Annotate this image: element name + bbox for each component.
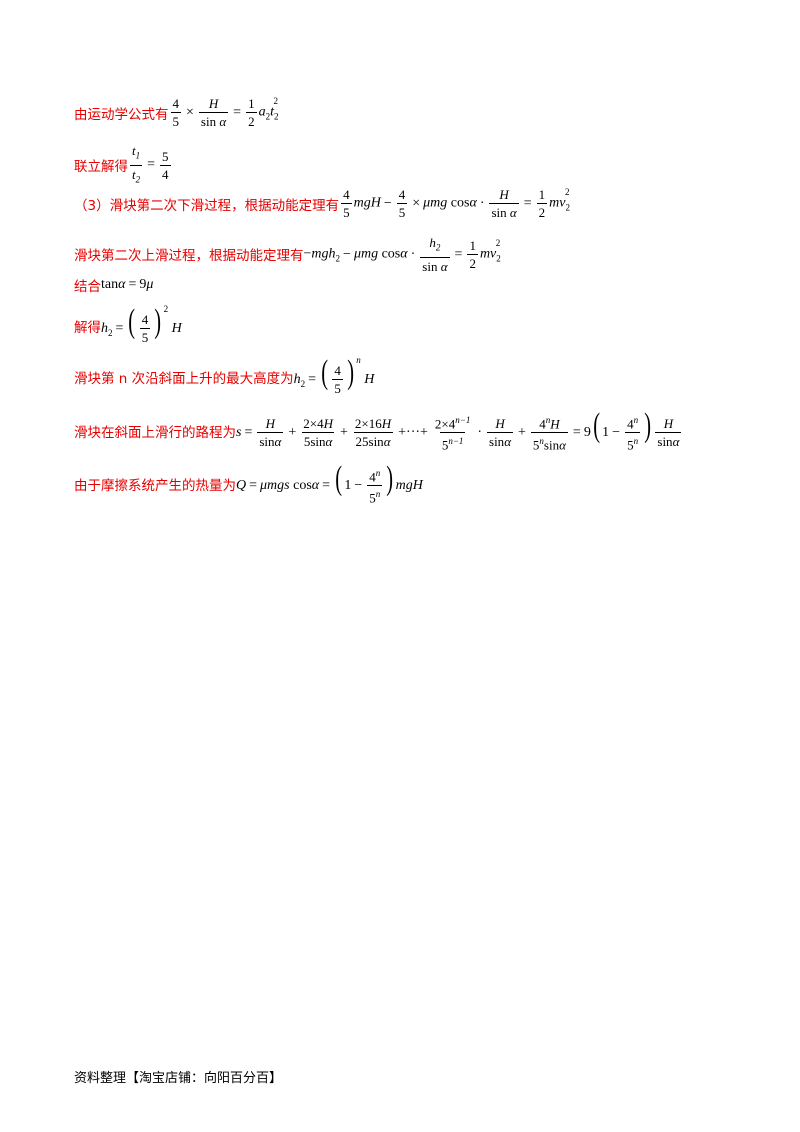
line-text: 滑块在斜面上滑行的路程为 (74, 425, 236, 442)
line-text: 由运动学公式有 (74, 106, 169, 123)
formula: tanα=9μ (101, 277, 154, 292)
line-text: 解得 (74, 319, 101, 336)
equation-line-combine: 结合 tanα=9μ (74, 275, 153, 295)
line-text: 滑块第 n 次沿斜面上升的最大高度为 (74, 370, 294, 387)
line-text: （3）滑块第二次下滑过程，根据动能定理有 (74, 197, 340, 214)
line-text: 结合 (74, 279, 101, 295)
line-text: 联立解得 (74, 159, 128, 176)
page-footer: 资料整理【淘宝店铺：向阳百分百】 (74, 1071, 283, 1086)
line-text: 由于摩擦系统产生的热量为 (74, 478, 236, 495)
line-text: 滑块第二次上滑过程，根据动能定理有 (74, 248, 304, 265)
